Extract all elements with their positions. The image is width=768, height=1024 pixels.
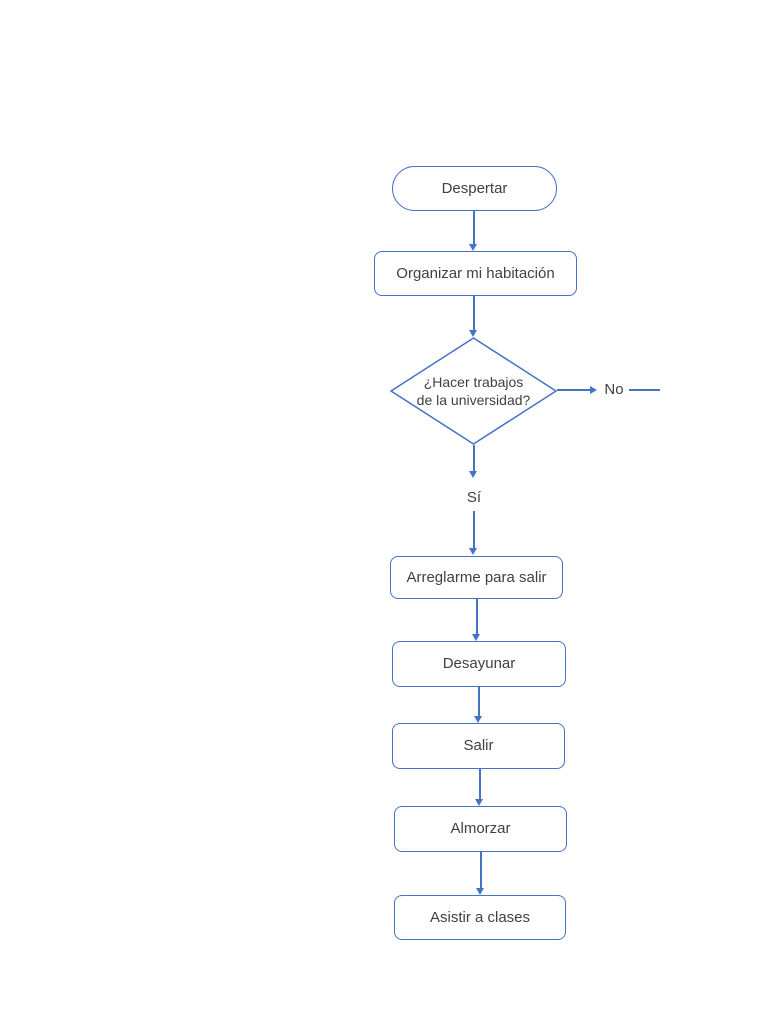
arrow-down-icon — [475, 799, 483, 806]
node-despertar: Despertar — [392, 166, 557, 211]
arrow-down-icon — [469, 471, 477, 478]
arrow-down-icon — [469, 548, 477, 555]
node-almorzar: Almorzar — [394, 806, 567, 852]
node-label: Salir — [463, 737, 494, 754]
connector-line — [473, 211, 475, 244]
node-desayunar: Desayunar — [392, 641, 566, 687]
node-arreglarme: Arreglarme para salir — [390, 556, 563, 599]
arrow-down-icon — [476, 888, 484, 895]
arrow-down-icon — [469, 244, 477, 251]
connector-line — [478, 687, 480, 716]
node-organizar-habitacion: Organizar mi habitación — [374, 251, 577, 296]
connector-line — [557, 389, 590, 391]
connector-line — [629, 389, 660, 391]
decision-label: ¿Hacer trabajos de la universidad? — [398, 351, 549, 431]
connector-line — [473, 511, 475, 548]
node-decision-trabajos — [390, 337, 557, 445]
node-salir: Salir — [392, 723, 565, 769]
node-label: Despertar — [441, 179, 508, 197]
node-asistir-clases: Asistir a clases — [394, 895, 566, 940]
node-label: Arreglarme para salir — [406, 568, 547, 586]
connector-line — [476, 599, 478, 634]
node-label: Almorzar — [450, 820, 511, 837]
diamond-shape — [390, 337, 557, 445]
connector-line — [473, 296, 475, 330]
node-label: Asistir a clases — [429, 908, 531, 926]
decision-label-line1: ¿Hacer trabajos — [423, 374, 524, 390]
arrow-down-icon — [474, 716, 482, 723]
arrow-down-icon — [472, 634, 480, 641]
edge-label-no: No — [601, 381, 627, 398]
node-label: Organizar mi habitación — [396, 264, 555, 282]
edge-label-si: Sí — [462, 489, 486, 506]
connector-line — [473, 445, 475, 471]
node-label: Desayunar — [442, 655, 516, 672]
decision-label-line2: de la universidad? — [416, 392, 531, 408]
connector-line — [479, 769, 481, 799]
arrow-down-icon — [469, 330, 477, 337]
connector-line — [480, 852, 482, 888]
arrow-right-icon — [590, 386, 597, 394]
